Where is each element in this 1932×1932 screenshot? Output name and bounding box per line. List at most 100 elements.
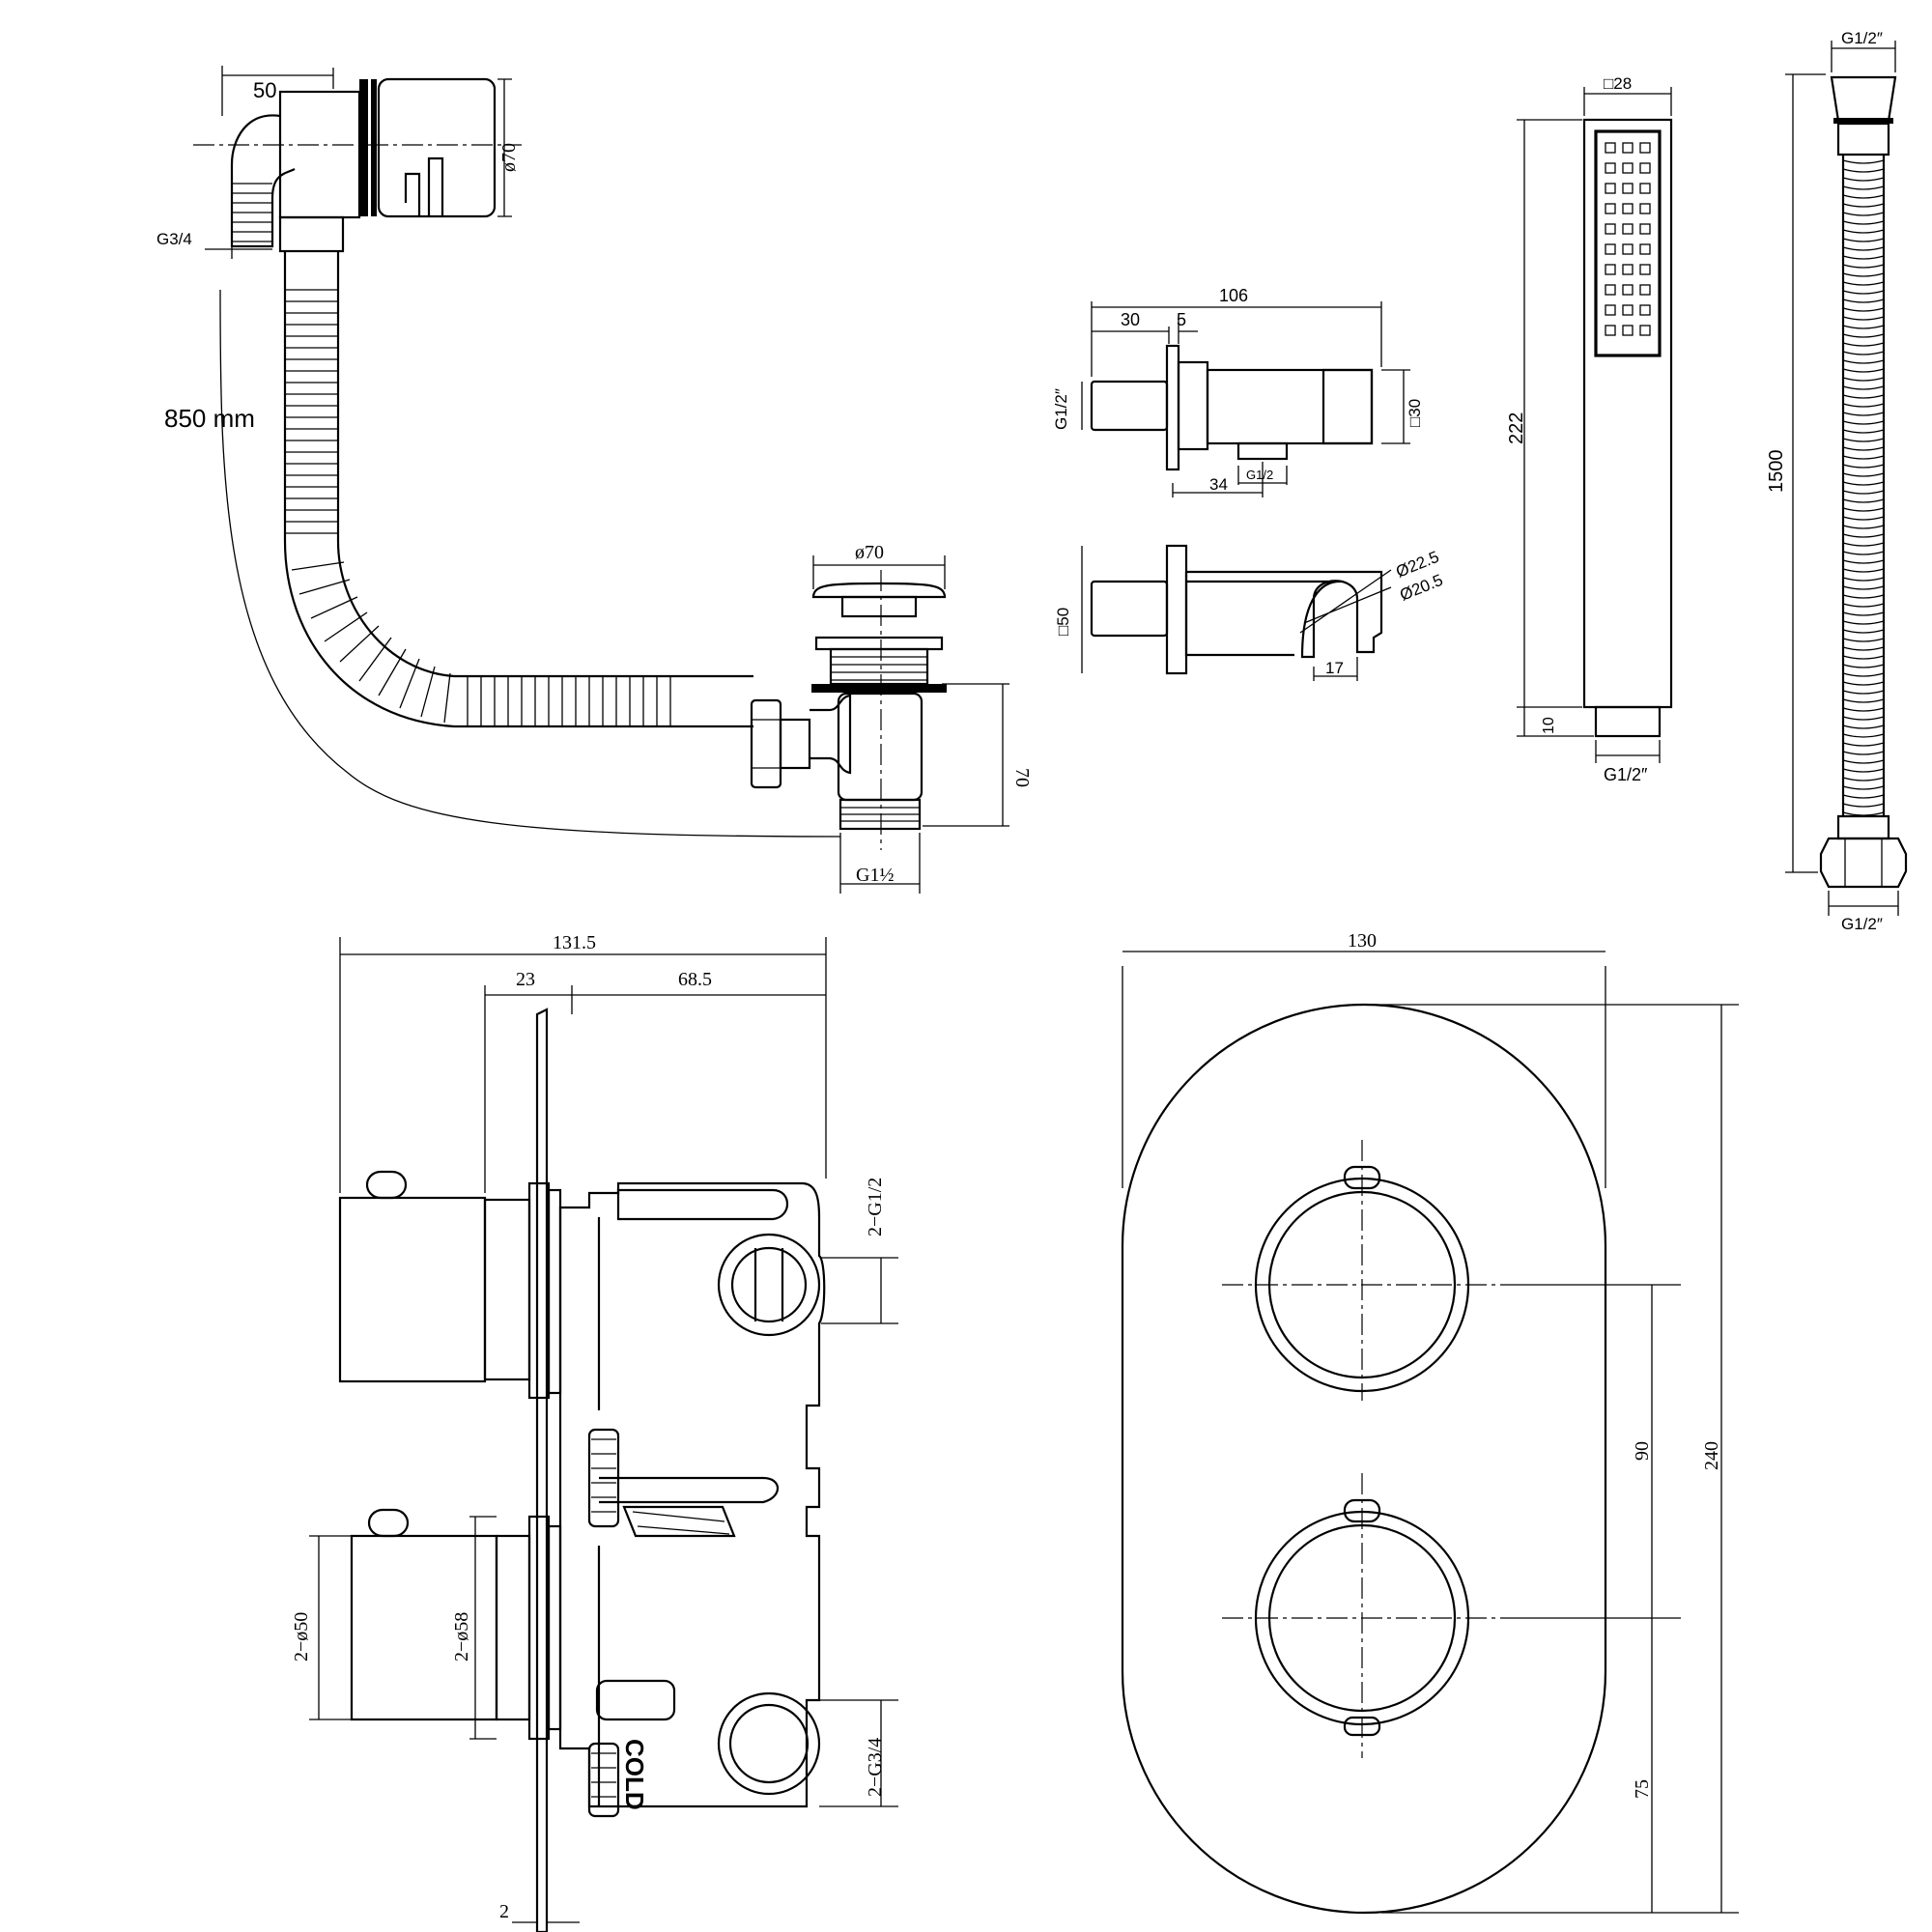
dim-knob-line — [309, 1535, 352, 1720]
click-clack-plug — [811, 582, 947, 599]
overflow-seal-2 — [371, 79, 377, 216]
hose-rib — [1842, 290, 1885, 295]
hose-rib — [1842, 481, 1885, 486]
holder-stub — [1090, 580, 1169, 638]
holder-plate — [1165, 544, 1188, 675]
dim-thread-out: G1/2 — [1246, 468, 1273, 482]
dim-68-5: 68.5 — [678, 969, 712, 990]
shower-holder: □50 Ø22.5 Ø20.5 17 — [1054, 544, 1445, 681]
lower-collar — [495, 1534, 531, 1721]
overflow-slot — [404, 172, 421, 216]
dim-75: 75 — [1632, 1779, 1653, 1799]
nozzle — [1605, 223, 1616, 235]
hose-rib — [1842, 377, 1885, 382]
hose-spigot — [779, 718, 811, 770]
valve-side-view: COLD 131.5 23 68.5 2−G1/2 2−ø50 2−ø58 2−… — [291, 932, 898, 1932]
nozzle — [1639, 325, 1651, 336]
dim-23: 23 — [516, 969, 535, 990]
hose-rib — [1842, 220, 1885, 225]
dim-34: 34 — [1209, 475, 1228, 494]
hose-rib — [1842, 368, 1885, 373]
hose-rib — [1842, 551, 1885, 555]
hose-rib — [1842, 472, 1885, 477]
elbow-backplate — [1165, 344, 1180, 471]
nozzle — [1639, 284, 1651, 296]
hose-rib — [1842, 420, 1885, 425]
dim-inlet-line — [819, 1699, 898, 1807]
hose-corrugation — [1842, 159, 1885, 816]
outlet-port — [717, 1233, 821, 1337]
nozzle — [1639, 243, 1651, 255]
hose-rib — [1842, 525, 1885, 529]
hose-rib — [1842, 185, 1885, 190]
body-boss — [587, 1428, 620, 1528]
overflow-elbow — [230, 114, 296, 248]
nozzle — [1622, 183, 1634, 194]
overflow-slot-2 — [427, 156, 444, 216]
dim-depth-131-5: 131.5 — [553, 932, 596, 953]
dim-thread-overflow: G3/4 — [156, 230, 192, 248]
elbow-cap — [1321, 368, 1374, 445]
dim-222-line — [1517, 119, 1594, 737]
nozzle — [1622, 325, 1634, 336]
dim-height-line — [923, 683, 1009, 827]
hose-rib — [1842, 759, 1885, 764]
dim-g12-out-line — [1237, 466, 1288, 485]
upper-knob — [338, 1196, 487, 1383]
hose-rib — [1842, 307, 1885, 312]
dim-square-30: □30 — [1406, 399, 1424, 427]
waste-backnut — [811, 684, 947, 693]
dim-height-70: 70 — [1011, 768, 1033, 787]
hose-rib — [1842, 707, 1885, 712]
cold-label: COLD — [620, 1739, 649, 1810]
dim-30-5-line — [1092, 319, 1198, 344]
dim-131-line — [339, 937, 827, 1193]
outlet-port-web — [753, 1248, 784, 1321]
dim-10: 10 — [1541, 717, 1557, 734]
hose-rib — [1842, 351, 1885, 355]
dim-34-line — [1172, 462, 1264, 497]
dim-plate-thickness: 2 — [499, 1901, 509, 1922]
nozzle — [1639, 162, 1651, 174]
dim-30: 30 — [1121, 310, 1140, 329]
dim-70-top-line — [497, 78, 512, 217]
hose-rib — [1842, 585, 1885, 590]
dim-g112-line — [839, 833, 921, 894]
cartridge-hatch — [632, 1511, 730, 1535]
nozzle — [1639, 223, 1651, 235]
overflow-elbow-thread — [232, 183, 272, 242]
lower-flange-2 — [547, 1524, 562, 1731]
lower-boss — [587, 1742, 620, 1818]
holder-arm-body — [1184, 572, 1294, 657]
dim-inlets: 2−G3/4 — [865, 1738, 886, 1797]
hose-rib — [1842, 603, 1885, 608]
hose-rib — [1842, 394, 1885, 399]
nozzle — [1639, 304, 1651, 316]
dim-outlet-line — [821, 1257, 898, 1324]
hose-rib — [1842, 385, 1885, 390]
valve-body-inner — [597, 1217, 780, 1806]
dim-23-line — [484, 985, 573, 1193]
hose-rib — [1842, 803, 1885, 808]
hose-bottom-ferrule — [1836, 814, 1890, 840]
hose-rib — [1842, 264, 1885, 269]
hose-rib — [1842, 298, 1885, 303]
hose-rib — [1842, 629, 1885, 634]
valve-front-view: 130 240 90 75 — [1121, 930, 1739, 1915]
dim-dia-lines — [1299, 569, 1392, 634]
body-boss-thread — [591, 1438, 616, 1513]
hose-rib — [1842, 325, 1885, 329]
dim-centres-90: 90 — [1632, 1441, 1653, 1461]
dim-handset-thread: G1/2″ — [1604, 765, 1648, 784]
hose-rib — [1842, 272, 1885, 277]
nozzle — [1622, 142, 1634, 154]
hose-rib — [1842, 681, 1885, 686]
hose-length-dim-line — [219, 289, 841, 838]
dim-length-1500: 1500 — [1766, 450, 1787, 494]
nozzle — [1622, 203, 1634, 214]
overflow-seal — [359, 79, 368, 216]
dim-thread-waste: G1½ — [856, 865, 894, 886]
hose-rib — [1842, 429, 1885, 434]
nozzle — [1622, 223, 1634, 235]
handset-nozzles — [1605, 142, 1651, 336]
